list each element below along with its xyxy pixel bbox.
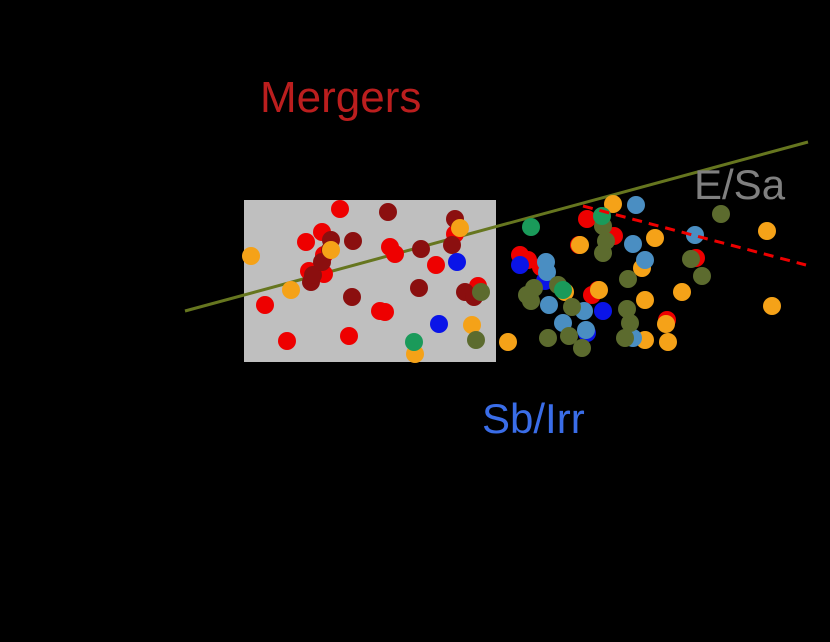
scatter-point-orange <box>636 291 654 309</box>
scatter-point-red <box>331 200 349 218</box>
scatter-point-steel_blue <box>636 251 654 269</box>
scatter-point-orange <box>657 315 675 333</box>
scatter-point-olive_green <box>594 244 612 262</box>
scatter-point-olive_green <box>467 331 485 349</box>
scatter-point-olive_green <box>682 250 700 268</box>
scatter-points-group <box>242 195 781 363</box>
scatter-point-red <box>297 233 315 251</box>
scatter-point-blue <box>594 302 612 320</box>
annotation-sb-irr: Sb/Irr <box>482 395 585 442</box>
scatter-point-green <box>554 281 572 299</box>
scatter-point-orange <box>282 281 300 299</box>
scatter-point-steel_blue <box>627 196 645 214</box>
dashed-lines-group <box>582 204 807 267</box>
scatter-point-dark_red <box>412 240 430 258</box>
scatter-point-dark_red <box>443 236 461 254</box>
scatter-point-red <box>578 210 596 228</box>
scatter-point-orange <box>659 333 677 351</box>
scatter-point-green <box>405 333 423 351</box>
annotation-mergers: Mergers <box>260 73 422 122</box>
scatter-point-olive_green <box>618 300 636 318</box>
scatter-point-dark_red <box>379 203 397 221</box>
scatter-point-olive_green <box>616 329 634 347</box>
scatter-point-olive_green <box>525 279 543 297</box>
scatter-point-orange <box>571 236 589 254</box>
scatter-point-olive_green <box>573 339 591 357</box>
scatter-point-steel_blue <box>577 321 595 339</box>
scatter-point-orange <box>604 195 622 213</box>
scatter-point-orange <box>322 241 340 259</box>
scatter-point-orange <box>451 219 469 237</box>
scatter-point-steel_blue <box>686 226 704 244</box>
scatter-point-red <box>371 302 389 320</box>
scatter-point-olive_green <box>693 267 711 285</box>
scatter-point-olive_green <box>621 314 639 332</box>
scatter-point-orange <box>499 333 517 351</box>
scatter-point-dark_red <box>344 232 362 250</box>
scatter-point-red <box>278 332 296 350</box>
scatter-point-olive_green <box>560 327 578 345</box>
scatter-point-red <box>427 256 445 274</box>
scatter-point-olive_green <box>619 270 637 288</box>
scatter-point-orange <box>242 247 260 265</box>
scatter-point-red <box>256 296 274 314</box>
scatter-point-olive_green <box>712 205 730 223</box>
scatter-point-orange <box>763 297 781 315</box>
scatter-point-blue <box>448 253 466 271</box>
scatter-point-steel_blue <box>540 296 558 314</box>
scatter-point-dark_red <box>410 279 428 297</box>
annotation-e-sa: E/Sa <box>694 161 786 208</box>
scatter-point-olive_green <box>539 329 557 347</box>
scatter-point-olive_green <box>472 283 490 301</box>
red-dashed-trend-line <box>582 204 807 267</box>
scatter-point-dark_red <box>343 288 361 306</box>
scatter-point-green <box>522 218 540 236</box>
scatter-point-olive_green <box>563 298 581 316</box>
scatter-point-orange <box>463 316 481 334</box>
scatter-point-orange <box>590 281 608 299</box>
scatter-point-blue <box>511 256 529 274</box>
scatter-point-dark_red <box>304 266 322 284</box>
scatter-point-orange <box>673 283 691 301</box>
scatter-point-red <box>386 245 404 263</box>
scatter-point-red <box>340 327 358 345</box>
scatter-point-orange <box>758 222 776 240</box>
scatter-point-orange <box>646 229 664 247</box>
scatter-point-blue <box>430 315 448 333</box>
scatter-point-steel_blue <box>624 235 642 253</box>
scatter-point-steel_blue <box>538 263 556 281</box>
